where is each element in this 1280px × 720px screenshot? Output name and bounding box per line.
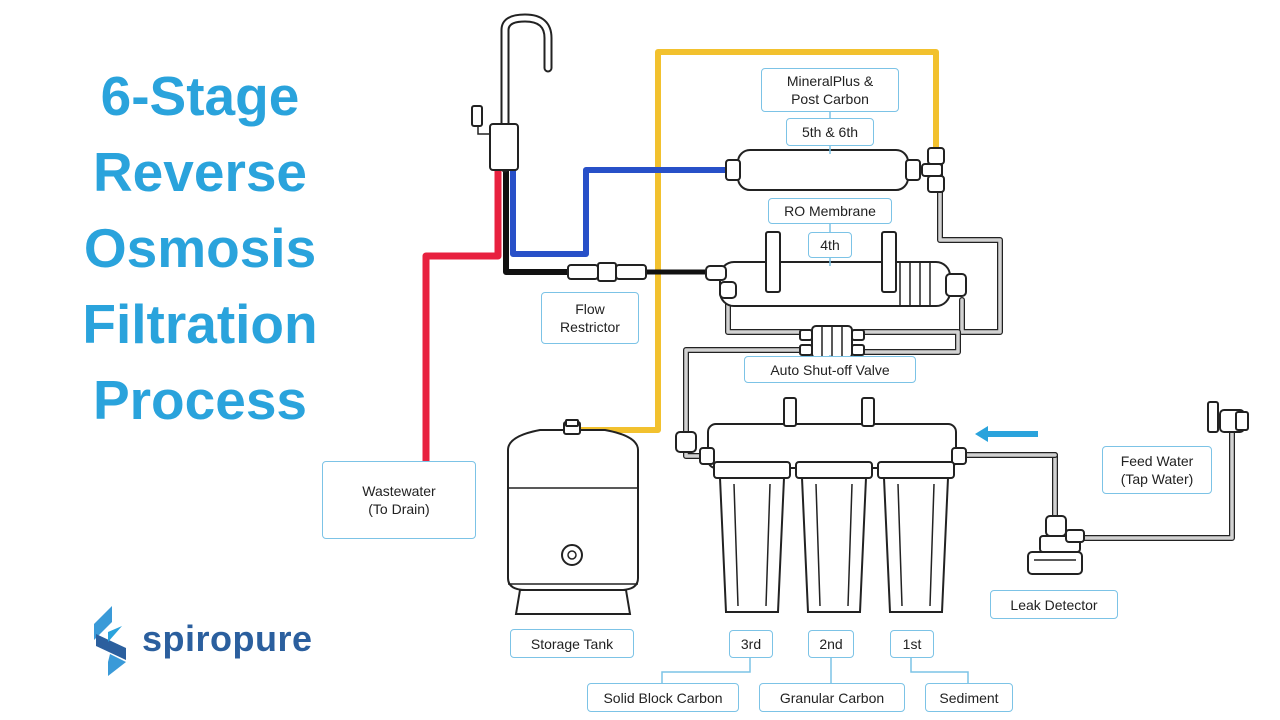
- stage-1-label: 1st: [890, 630, 934, 658]
- leak-detector-label: Leak Detector: [990, 590, 1118, 619]
- stage-3-label: 3rd: [729, 630, 773, 658]
- feed-water-tubing: [962, 427, 1235, 541]
- clean-water-line: [510, 167, 741, 257]
- flow-restrictor-line2: Restrictor: [560, 319, 620, 335]
- ro-membrane-text: RO Membrane: [784, 203, 876, 219]
- leak-detector-text: Leak Detector: [1010, 596, 1098, 613]
- post-carbon-filter: [725, 147, 945, 193]
- spiropure-logo: spiropure: [86, 604, 326, 676]
- prefilter-unit: [675, 397, 967, 613]
- stage-4-text: 4th: [820, 237, 840, 253]
- spiropure-logo-text: spiropure: [142, 618, 313, 659]
- stage-5-6-text: 5th & 6th: [801, 124, 859, 140]
- drain-line: [422, 166, 502, 466]
- granular-carbon-label: Granular Carbon: [759, 683, 905, 712]
- title-line: Reverse: [92, 141, 308, 203]
- solid-block-carbon-text: Solid Block Carbon: [603, 689, 723, 706]
- solid-block-carbon-label: Solid Block Carbon: [587, 683, 739, 712]
- ro-membrane-label: RO Membrane: [768, 198, 892, 224]
- storage-tank-label: Storage Tank: [510, 629, 634, 658]
- feed-water-label: Feed Water (Tap Water): [1102, 446, 1212, 494]
- internal-tubing: [683, 162, 1003, 459]
- storage-tank-text: Storage Tank: [530, 635, 614, 652]
- title-line: 6-Stage: [100, 65, 300, 127]
- wastewater-line1: Wastewater: [362, 483, 436, 499]
- title-line: Filtration: [82, 293, 318, 355]
- wastewater-label: Wastewater (To Drain): [322, 461, 476, 539]
- auto-shutoff-text: Auto Shut-off Valve: [770, 361, 890, 378]
- stage-1-text: 1st: [902, 636, 922, 652]
- feed-water-line1: Feed Water: [1120, 453, 1194, 469]
- granular-carbon-text: Granular Carbon: [779, 689, 885, 706]
- tank-line: [577, 49, 939, 433]
- sediment-text: Sediment: [939, 689, 999, 706]
- stage-3-text: 3rd: [740, 636, 762, 652]
- spiropure-logo-mark: [94, 606, 126, 676]
- mineral-plus-line2: Post Carbon: [791, 91, 869, 107]
- stage-5-6-label: 5th & 6th: [786, 118, 874, 146]
- leak-detector: [1027, 515, 1085, 575]
- feed-water-line2: (Tap Water): [1120, 471, 1194, 487]
- flow-restrictor-label: Flow Restrictor: [541, 292, 639, 344]
- mineral-plus-label: MineralPlus & Post Carbon: [761, 68, 899, 112]
- wastewater-line2: (To Drain): [368, 501, 430, 517]
- mineral-plus-line1: MineralPlus &: [786, 73, 874, 89]
- flow-restrictor: [567, 262, 647, 282]
- auto-shutoff-valve: [799, 325, 865, 359]
- stage-2-label: 2nd: [808, 630, 854, 658]
- restrictor-line: [503, 167, 573, 275]
- faucet: [471, 13, 553, 173]
- stage-4-label: 4th: [808, 232, 852, 258]
- feed-valve: [1207, 401, 1249, 433]
- stage-2-text: 2nd: [819, 636, 843, 652]
- title-line: Process: [92, 369, 308, 431]
- flow-restrictor-line1: Flow: [575, 301, 605, 317]
- title-line: Osmosis: [83, 217, 317, 279]
- sediment-label: Sediment: [925, 683, 1013, 712]
- page-title: 6-Stage Reverse Osmosis Filtration Proce…: [40, 58, 360, 438]
- auto-shutoff-label: Auto Shut-off Valve: [744, 356, 916, 383]
- ro-membrane-housing: [705, 231, 967, 307]
- storage-tank: [507, 419, 639, 615]
- flow-arrow: [975, 426, 1038, 442]
